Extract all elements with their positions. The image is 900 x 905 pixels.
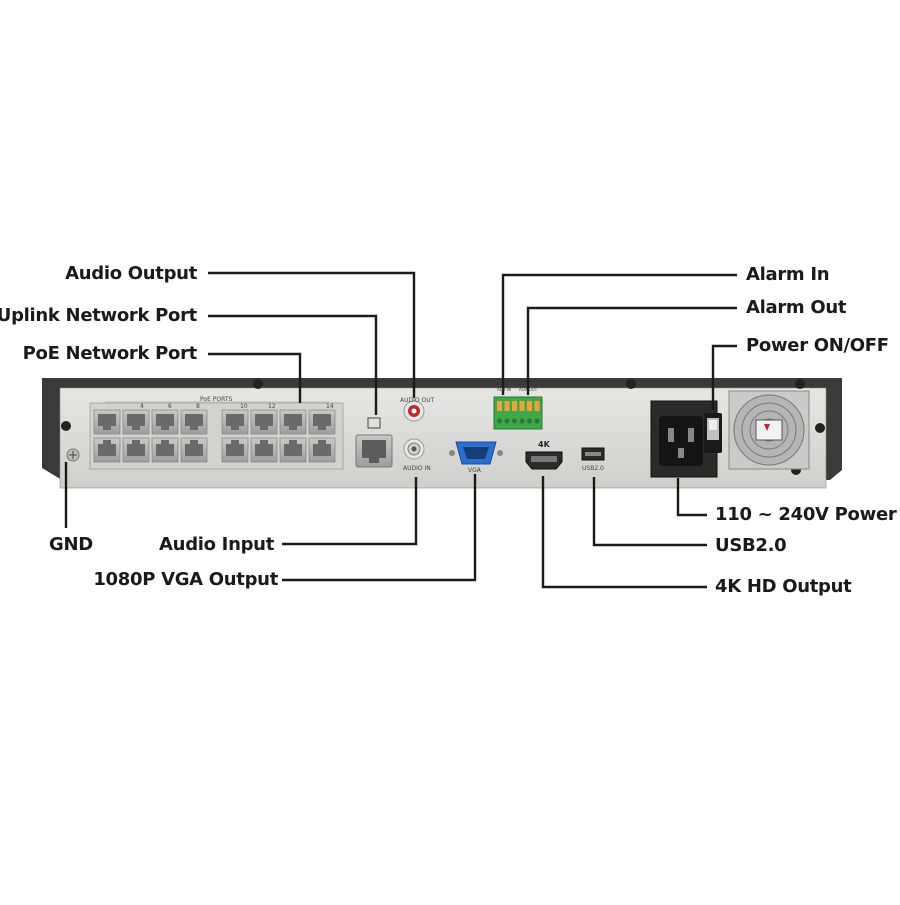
alarm-terminal-lever [504, 401, 510, 411]
rj45-port [180, 437, 208, 463]
port-number: 10 [240, 403, 248, 410]
vga-silkscreen: VGA [468, 467, 481, 474]
power-input-leader [676, 478, 707, 517]
alarm-terminal-lever [534, 401, 540, 411]
usb-leader [592, 477, 707, 547]
audio-input-leader [282, 477, 418, 546]
hd-output-leader [541, 476, 707, 589]
label-hd-output: 4K HD Output [715, 576, 852, 597]
label-usb: USB2.0 [715, 535, 787, 556]
rj45-port [151, 437, 179, 463]
label-uplink-network-port: Uplink Network Port [0, 305, 197, 326]
audio-out-silkscreen: AUDIO OUT [400, 397, 435, 404]
vga-port [449, 441, 503, 465]
usb-silkscreen: USB2.0 [582, 465, 604, 472]
rj45-port [180, 409, 208, 435]
label-vga-output: 1080P VGA Output [93, 569, 278, 590]
audio-out-jack [403, 400, 425, 422]
alarm-terminal-hole [512, 418, 517, 424]
rj45-port [93, 437, 121, 463]
alarm-terminal-hole [534, 418, 540, 424]
alarm-terminal-lever [497, 401, 502, 411]
audio-in-silkscreen: AUDIO IN [403, 465, 431, 472]
label-gnd: GND [49, 534, 93, 555]
alarm-terminal-hole [504, 418, 510, 424]
rj45-port [93, 409, 121, 435]
poe-leader [208, 352, 302, 403]
rj45-port [122, 437, 150, 463]
power-switch [704, 413, 722, 453]
uplink-leader [208, 314, 378, 415]
fan-grille [728, 390, 810, 470]
label-poe-network-port: PoE Network Port [22, 343, 198, 364]
rj45-port [221, 409, 249, 435]
port-number: 14 [326, 403, 334, 410]
rj45-port [279, 437, 307, 463]
alarm-terminal-lever [512, 401, 517, 411]
alarm-terminal-hole [519, 418, 525, 424]
power-switch-leader [711, 344, 737, 410]
alarm-in-silkscreen: ALM IN [497, 387, 511, 392]
gnd-terminal [66, 448, 80, 462]
alarm-out-silkscreen: ALM OUT [519, 387, 538, 392]
poe-ports-silkscreen: PoE PORTS [200, 396, 233, 403]
alarm-out-leader [526, 306, 737, 395]
audio-output-leader [208, 271, 416, 398]
port-number: 4 [140, 403, 144, 410]
hdmi-4k-silkscreen: 4K [538, 440, 550, 449]
rj45-port [151, 409, 179, 435]
alarm-terminal-hole [527, 418, 532, 424]
rj45-port [279, 409, 307, 435]
callout-lines [64, 271, 737, 589]
port-number: 8 [196, 403, 200, 410]
port-number: 6 [168, 403, 172, 410]
label-alarm-out: Alarm Out [746, 297, 847, 318]
usb-port [581, 447, 605, 461]
audio-in-jack [403, 438, 425, 460]
label-audio-output: Audio Output [65, 263, 197, 284]
alarm-in-leader [501, 273, 737, 395]
alarm-terminal-block [493, 396, 543, 430]
uplink-port [355, 417, 393, 468]
port-number: 12 [268, 403, 276, 410]
alarm-terminal-hole [497, 418, 502, 424]
rj45-ports [93, 409, 336, 463]
rj45-port [308, 409, 336, 435]
alarm-terminal-lever [527, 401, 532, 411]
label-audio-input: Audio Input [159, 534, 274, 555]
rj45-port [308, 437, 336, 463]
label-power-on-off: Power ON/OFF [746, 335, 889, 356]
rj45-port [250, 409, 278, 435]
hdmi-port [525, 451, 563, 470]
alarm-terminal-lever [519, 401, 525, 411]
label-power-input: 110 ~ 240V Power [715, 504, 897, 525]
rj45-port [250, 437, 278, 463]
label-alarm-in: Alarm In [746, 264, 830, 285]
rj45-port [221, 437, 249, 463]
rj45-port [122, 409, 150, 435]
vga-output-leader [282, 474, 477, 582]
